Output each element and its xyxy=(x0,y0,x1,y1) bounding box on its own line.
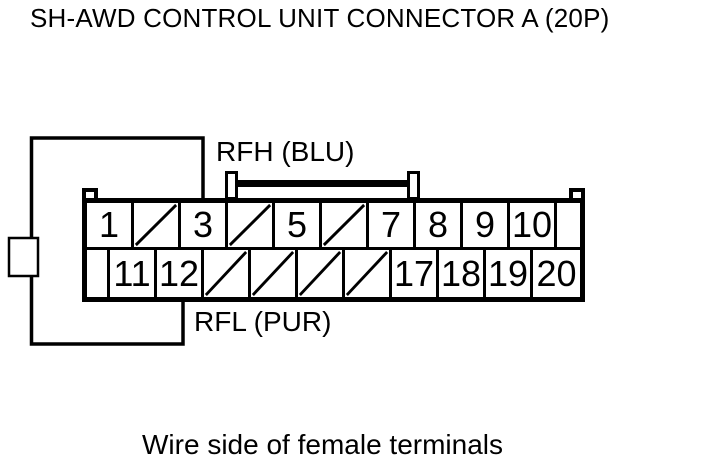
caption-wire-side: Wire side of female terminals xyxy=(142,429,504,460)
no-terminal-slash-icon xyxy=(204,250,248,297)
wire-label-rfl: RFL (PUR) xyxy=(194,306,332,337)
pin-cell-19: 19 xyxy=(486,250,533,297)
lock-tab-bar xyxy=(230,180,415,187)
no-terminal-slash-icon xyxy=(298,250,342,297)
wire-label-rfh: RFH (BLU) xyxy=(216,136,355,167)
lock-tab-post-left xyxy=(225,171,238,200)
no-terminal-slash-icon xyxy=(251,250,295,297)
lock-tab-post-right xyxy=(407,171,420,200)
pin-cell-14-blocked xyxy=(251,250,298,297)
no-terminal-slash-icon xyxy=(134,203,178,247)
end-cavity-top-right xyxy=(557,203,580,250)
pin-cell-17: 17 xyxy=(392,250,439,297)
pin-cell-18: 18 xyxy=(439,250,486,297)
pin-cell-6-blocked xyxy=(322,203,369,250)
no-terminal-slash-icon xyxy=(345,250,389,297)
pin-cell-4-blocked xyxy=(228,203,275,250)
connector-body: 1 3 5 7 8 9 10 11 12 xyxy=(82,198,585,302)
pin-cell-8: 8 xyxy=(416,203,463,250)
component-box xyxy=(7,236,40,278)
connector-bottom-row: 11 12 17 18 19 20 xyxy=(87,250,580,297)
pin-cell-15-blocked xyxy=(298,250,345,297)
pin-cell-16-blocked xyxy=(345,250,392,297)
page-title: SH-AWD CONTROL UNIT CONNECTOR A (20P) xyxy=(30,3,610,33)
pin-cell-2-blocked xyxy=(134,203,181,250)
pin-cell-10: 10 xyxy=(510,203,557,250)
end-cavity-bottom-left xyxy=(87,250,110,297)
pin-cell-11: 11 xyxy=(110,250,157,297)
connector-top-row: 1 3 5 7 8 9 10 xyxy=(87,203,580,250)
pin-cell-12: 12 xyxy=(157,250,204,297)
no-terminal-slash-icon xyxy=(228,203,272,247)
pin-cell-20: 20 xyxy=(533,250,580,297)
pin-cell-13-blocked xyxy=(204,250,251,297)
pin-cell-1: 1 xyxy=(87,203,134,250)
pin-cell-7: 7 xyxy=(369,203,416,250)
pin-cell-5: 5 xyxy=(275,203,322,250)
no-terminal-slash-icon xyxy=(322,203,366,247)
pin-cell-3: 3 xyxy=(181,203,228,250)
pin-cell-9: 9 xyxy=(463,203,510,250)
